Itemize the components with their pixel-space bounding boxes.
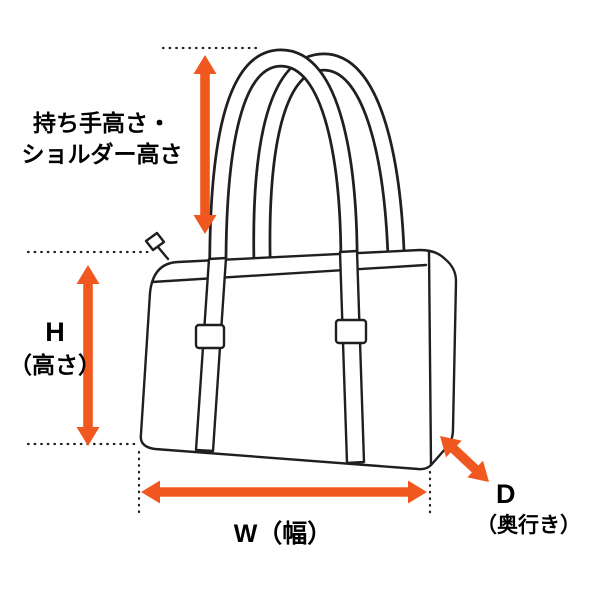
bag-illustration <box>139 48 458 471</box>
height-label: H （高さ） <box>0 314 110 381</box>
bag-height-arrow <box>76 265 100 446</box>
handle-height-arrow <box>193 55 217 234</box>
handle-height-label-line2: ショルダー高さ <box>21 141 183 168</box>
bag-body <box>139 248 458 471</box>
depth-label-text: （奥行き） <box>476 514 581 538</box>
extension-lines <box>26 46 432 518</box>
bag-zipper-seam <box>150 263 428 284</box>
bag-rear-handle <box>252 52 406 259</box>
height-label-letter: H <box>45 317 65 347</box>
bag-depth-arrow <box>440 436 489 482</box>
bag-width-arrow <box>141 480 427 504</box>
handle-height-label: 持ち手高さ・ ショルダー高さ <box>6 108 198 170</box>
width-label: W（幅） <box>183 518 383 552</box>
handle-height-label-line1: 持ち手高さ・ <box>33 110 171 136</box>
bag-front-straps <box>194 249 368 465</box>
width-label-text: W（幅） <box>233 520 333 548</box>
zipper-pull <box>144 231 170 261</box>
depth-label-letter: D <box>496 479 516 509</box>
dimension-arrows <box>76 55 489 504</box>
bag-front-handle <box>208 48 359 293</box>
height-label-text: （高さ） <box>9 352 101 379</box>
bag-side-edge <box>427 250 433 466</box>
depth-label: D （奥行き） <box>476 476 600 541</box>
